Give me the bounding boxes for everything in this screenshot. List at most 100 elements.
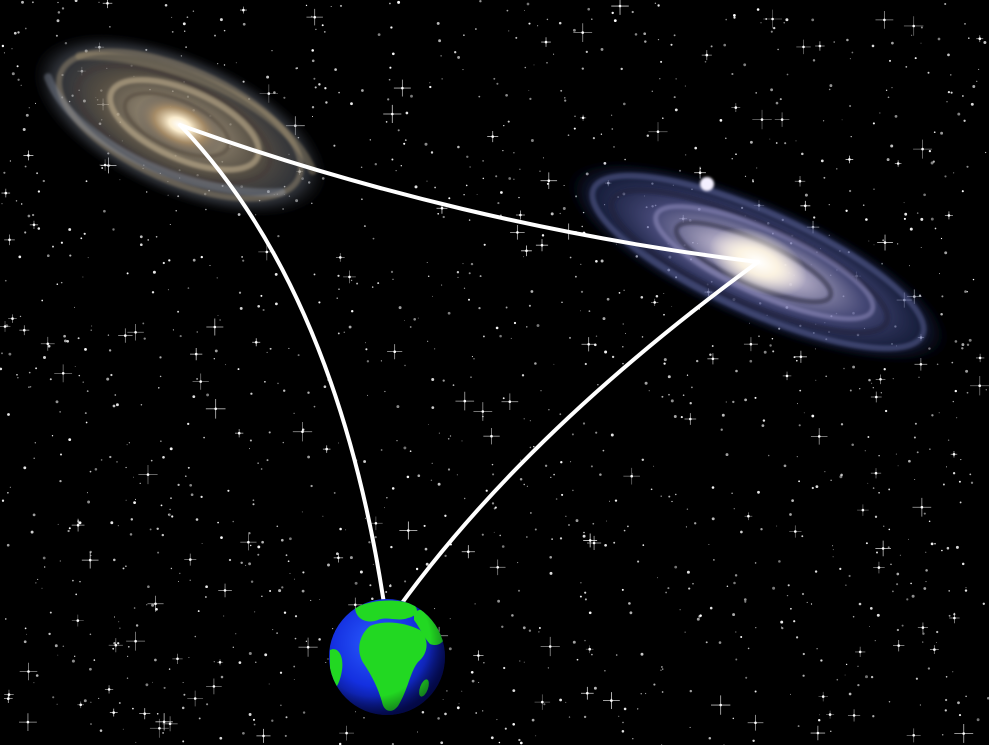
star [510, 337, 512, 339]
star [415, 567, 419, 571]
star [810, 603, 813, 605]
star [285, 554, 288, 557]
star [390, 26, 393, 29]
star [983, 41, 987, 44]
companion-galaxy [700, 177, 714, 191]
star [462, 69, 464, 71]
star [886, 158, 890, 162]
star [584, 639, 586, 642]
star [798, 480, 800, 483]
star [147, 239, 149, 241]
star [182, 22, 186, 26]
star [311, 59, 315, 63]
star [90, 723, 92, 725]
star [843, 367, 845, 370]
star [883, 525, 885, 527]
star [109, 26, 111, 28]
star [775, 101, 779, 105]
star [60, 241, 63, 244]
sparkle-star-core [581, 31, 584, 34]
star [481, 533, 484, 536]
star [139, 482, 141, 485]
star [920, 217, 924, 221]
star [952, 400, 954, 403]
star [623, 289, 625, 291]
star [546, 18, 549, 21]
star [468, 219, 471, 221]
star [66, 339, 70, 343]
star [756, 167, 758, 169]
star [731, 492, 733, 495]
star [318, 638, 321, 641]
star [763, 350, 767, 354]
sparkle-star-core [354, 603, 357, 607]
star [442, 699, 444, 700]
star [867, 482, 869, 484]
star [770, 30, 773, 33]
star [623, 529, 626, 532]
sparkle-star-core [653, 301, 656, 304]
star [252, 718, 256, 721]
star [89, 470, 92, 473]
star [760, 528, 763, 531]
star [584, 591, 587, 594]
star [873, 188, 875, 190]
star [643, 32, 647, 36]
star [512, 689, 516, 692]
star [117, 404, 119, 406]
star [101, 167, 104, 169]
star [441, 284, 443, 286]
star [177, 580, 180, 583]
star [109, 455, 112, 459]
star [99, 729, 103, 732]
star [377, 282, 380, 285]
star [725, 18, 727, 21]
star [803, 412, 805, 414]
star [125, 499, 127, 501]
star [840, 473, 843, 477]
star [83, 699, 87, 703]
star [609, 500, 610, 502]
sparkle-star-core [262, 734, 265, 738]
star [909, 227, 913, 231]
star [908, 459, 911, 463]
star [430, 151, 434, 154]
star [888, 488, 891, 491]
star [920, 42, 922, 44]
star [114, 394, 117, 396]
star [965, 695, 967, 698]
star [845, 209, 848, 212]
star [143, 337, 146, 340]
star [434, 186, 436, 189]
star [913, 436, 916, 439]
star [302, 571, 305, 574]
star [777, 48, 779, 51]
star [610, 114, 613, 116]
sparkle-star-core [794, 530, 797, 533]
star [421, 711, 425, 714]
star [891, 86, 893, 89]
star [865, 675, 868, 679]
star [798, 424, 801, 427]
star [67, 529, 70, 533]
star [948, 590, 951, 592]
star [524, 9, 525, 11]
star [622, 362, 624, 365]
star [106, 377, 110, 381]
star [311, 49, 314, 52]
star [369, 584, 372, 587]
star [791, 499, 794, 502]
star [436, 21, 440, 25]
star [888, 701, 891, 703]
star [91, 325, 93, 327]
star [461, 440, 463, 442]
star [760, 22, 762, 24]
star [862, 204, 865, 206]
star [734, 574, 738, 577]
star [360, 166, 363, 168]
sparkle-star-core [306, 645, 310, 649]
sparkle-star-core [541, 700, 544, 704]
star [74, 655, 76, 657]
star [463, 287, 466, 289]
star [9, 486, 11, 488]
